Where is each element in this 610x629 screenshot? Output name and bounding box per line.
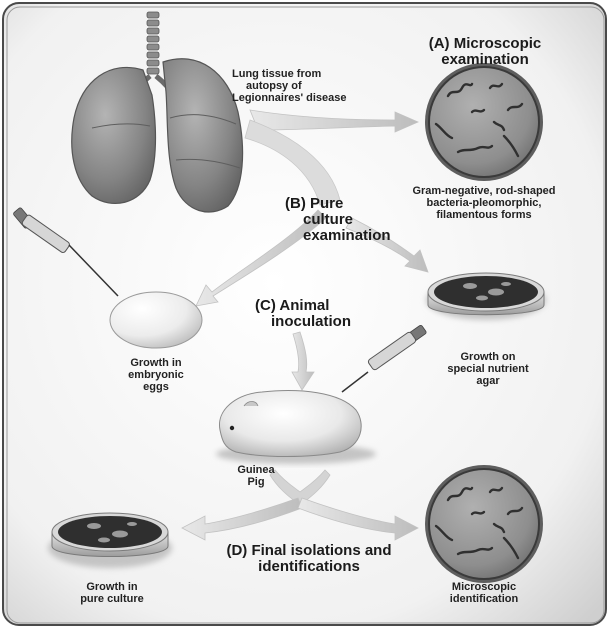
lungs-illustration [71, 11, 244, 213]
eggs-label: Growth in embryonic eggs [128, 357, 184, 393]
gram-result-label: Gram-negative, rod-shaped bacteria-pleom… [412, 185, 556, 221]
arrow-central-flow [244, 119, 341, 206]
microscopic-view-a [425, 63, 543, 181]
flow-arrows [181, 109, 429, 541]
agar-label: Growth on special nutrient agar [447, 351, 529, 387]
pure-culture-petri-dish [48, 512, 172, 568]
step-d-label: (D) Final isolations and identifications [226, 542, 392, 576]
pure-culture-label: Growth in pure culture [80, 581, 144, 605]
syringe-egg [13, 207, 119, 297]
agar-petri-dish [426, 272, 546, 320]
egg [109, 291, 203, 349]
arrow-to-guinea-pig [291, 331, 315, 391]
left-lung [71, 66, 157, 205]
guinea-pig-label: Guinea Pig [237, 464, 275, 488]
guinea-pig [216, 390, 376, 464]
lung-source-label: Lung tissue from autopsy of Legionnaires… [232, 68, 347, 104]
arrow-funnel [269, 469, 331, 503]
step-c-label: (C) Animal inoculation [255, 297, 351, 331]
arrow-to-agar [345, 217, 429, 273]
arrow-to-pure-culture [181, 497, 303, 541]
step-a-label: (A) Microscopic examination [428, 35, 542, 69]
arrow-to-egg [195, 209, 327, 307]
frame-inner-border [6, 6, 605, 624]
right-lung [162, 58, 244, 213]
step-b-label: (B) Pure culture examination [285, 195, 391, 245]
syringe-guinea-pig [341, 324, 427, 393]
micro-id-label: Microscopic identification [449, 581, 519, 605]
arrow-to-microscopic-exam [249, 109, 420, 133]
microscopic-view-identification [425, 465, 543, 583]
arrow-to-micro-id [297, 497, 419, 541]
